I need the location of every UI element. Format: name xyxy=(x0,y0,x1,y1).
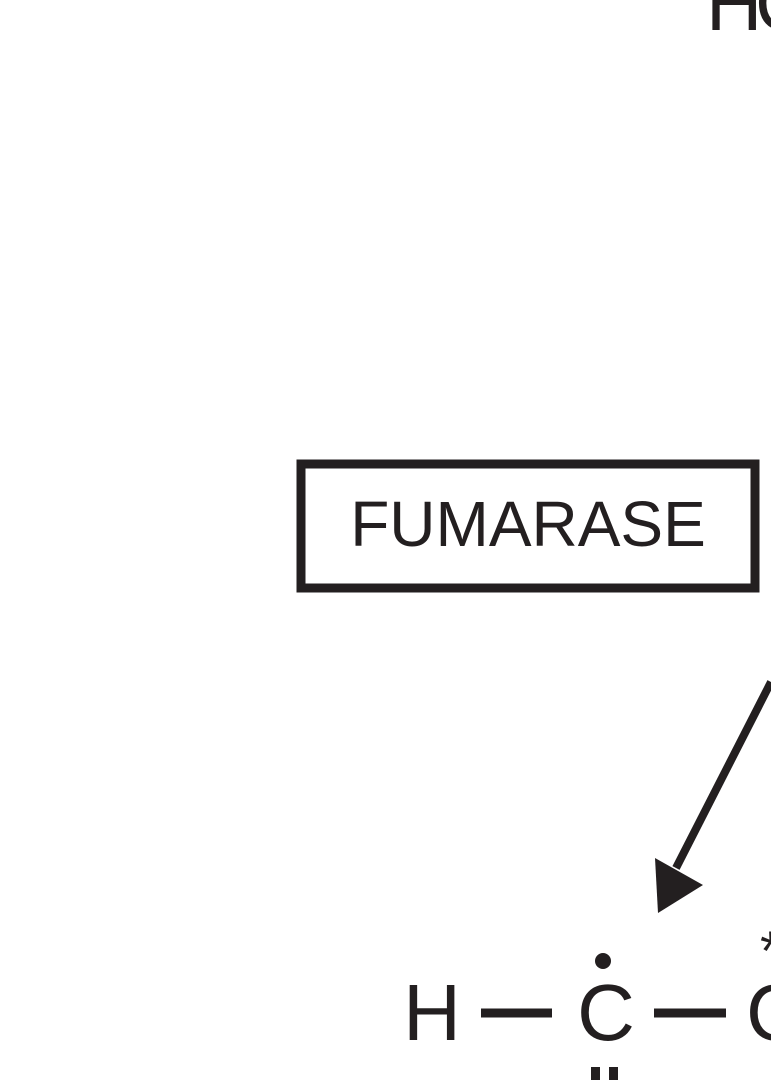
reaction-arrow-shaft xyxy=(672,680,771,870)
double-bond-left xyxy=(591,1067,600,1080)
top-cropped-glyph: C xyxy=(755,0,771,47)
star-mark: * xyxy=(760,919,771,982)
enzyme-label: FUMARASE xyxy=(350,488,706,560)
double-bond-right xyxy=(609,1067,618,1080)
reaction-arrow-head xyxy=(655,858,703,913)
carbon-atom-right: C xyxy=(746,968,771,1057)
enzyme-box xyxy=(296,459,760,593)
radical-dot xyxy=(595,953,611,969)
hydrogen-atom: H xyxy=(403,968,461,1057)
carbon-atom-center: C xyxy=(577,968,635,1057)
top-hydrogen-label: H xyxy=(706,0,762,47)
